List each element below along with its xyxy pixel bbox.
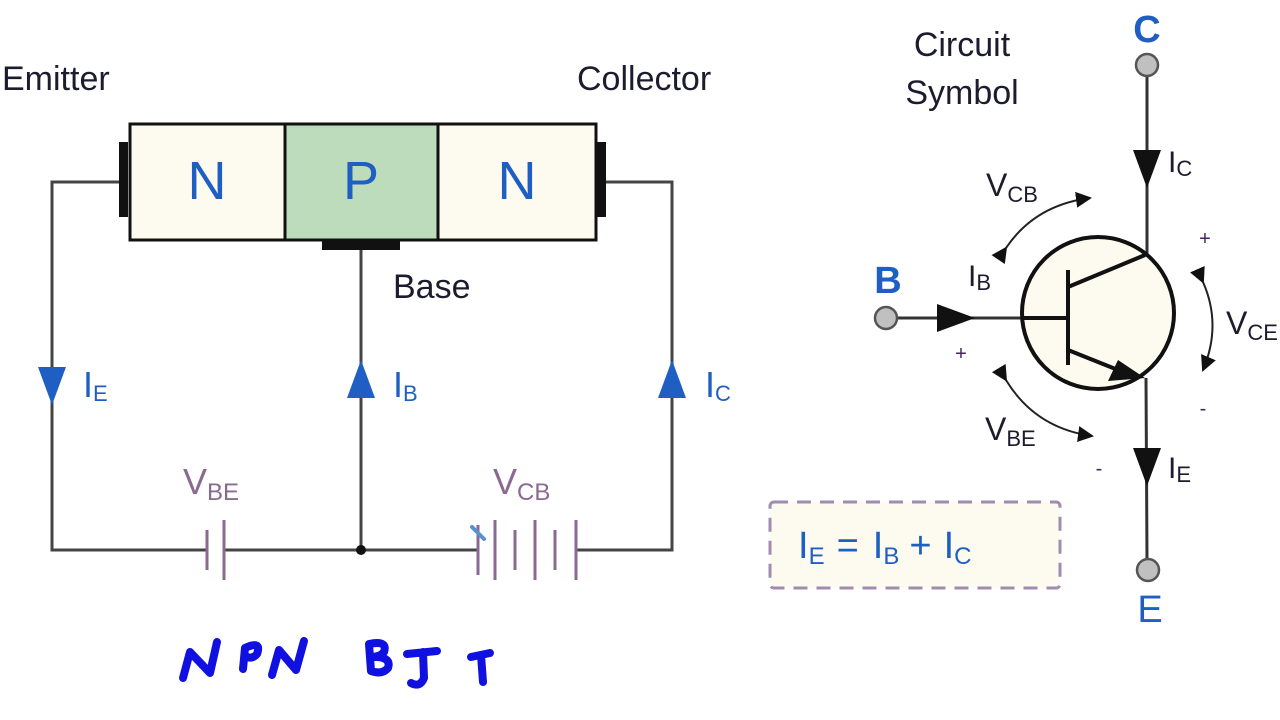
vcb-battery-icon — [476, 520, 578, 580]
collector-n-region — [436, 122, 598, 242]
symbol-title-line2: Symbol — [905, 74, 1018, 112]
vce-arc-icon — [1190, 265, 1216, 372]
emitter-arrow-icon — [1108, 360, 1145, 381]
region-label-emitter-n: N — [188, 151, 227, 211]
base-terminal-label: B — [874, 260, 901, 302]
vce-plus-sign: + — [1199, 228, 1211, 250]
ie-symbol-label: IE — [1168, 452, 1191, 487]
ib-arrow-icon — [347, 360, 375, 398]
ic-label: IC — [705, 364, 731, 406]
ic-symbol-label: IC — [1168, 146, 1192, 181]
vce-minus-sign: - — [1200, 398, 1207, 420]
collector-terminal-label: C — [1133, 9, 1160, 51]
emitter-terminal-label: E — [1137, 589, 1162, 631]
region-label-collector-n: N — [498, 151, 537, 211]
ic-arrow-icon — [658, 360, 686, 398]
vbe-battery-icon — [205, 520, 226, 580]
vbe-plus-sign: + — [955, 343, 967, 365]
ie-label: IE — [83, 364, 108, 406]
base-contact — [322, 240, 400, 250]
emitter-label: Emitter — [2, 60, 110, 98]
collector-contact — [597, 142, 606, 217]
base-p-region — [283, 122, 440, 242]
emitter-terminal-dot — [1135, 557, 1161, 583]
vbe-source-label: VBE — [183, 461, 239, 506]
ie-symbol-arrow-icon — [1133, 448, 1161, 486]
vcb-arc-icon — [991, 191, 1092, 265]
vcb-source-label: VCB — [493, 461, 550, 506]
ib-symbol-label: IB — [968, 260, 991, 295]
ib-label: IB — [393, 364, 418, 406]
bjt-structure: Emitter Collector N P N Base IE IB IC — [2, 60, 731, 580]
vbe-minus-sign: - — [1096, 458, 1103, 480]
handwritten-npn-bjt: NPN BJT — [179, 637, 494, 689]
vce-symbol-label: VCE — [1226, 305, 1278, 345]
base-terminal-dot — [873, 305, 899, 331]
ib-symbol-arrow-icon — [937, 304, 975, 332]
ic-symbol-arrow-icon — [1133, 150, 1161, 188]
vcb-symbol-label: VCB — [986, 167, 1038, 207]
cursor-mark — [470, 525, 486, 541]
symbol-title-line1: Circuit — [914, 26, 1011, 64]
ie-arrow-icon — [38, 367, 66, 405]
base-label: Base — [393, 268, 471, 306]
collector-terminal-dot — [1134, 52, 1160, 78]
transistor-body-icon — [1020, 235, 1176, 391]
current-equation-box: IE=IB+IC — [768, 500, 1062, 590]
collector-label: Collector — [577, 60, 711, 98]
region-label-base-p: P — [343, 151, 379, 211]
junction-node — [356, 545, 366, 555]
vbe-arc-icon — [991, 363, 1094, 442]
emitter-contact — [119, 142, 128, 217]
emitter-n-region — [128, 122, 287, 242]
bjt-circuit-symbol: Circuit Symbol C B E IC IB IE — [873, 9, 1278, 631]
vbe-symbol-label: VBE — [985, 411, 1036, 451]
kcl-equation: IE=IB+IC — [798, 525, 971, 570]
